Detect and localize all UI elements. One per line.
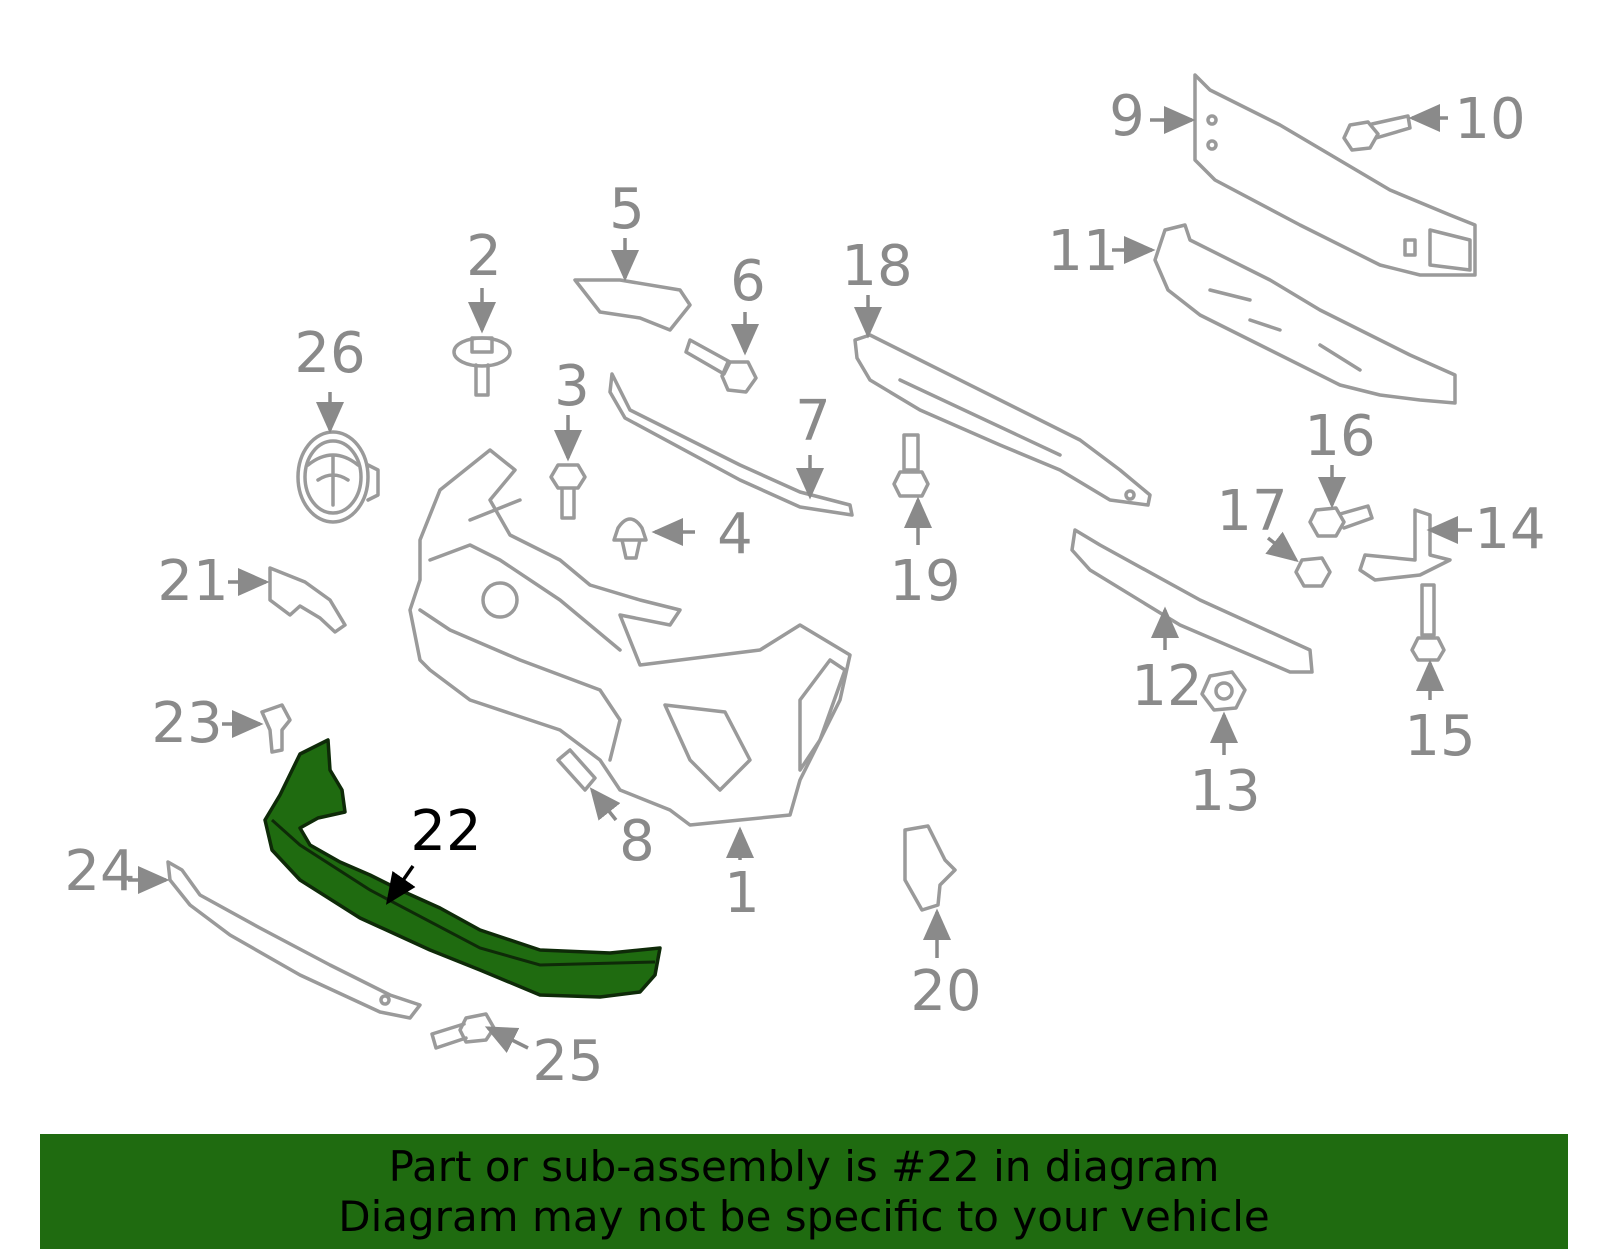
callout-2: 2 <box>466 224 502 289</box>
callout-21: 21 <box>157 549 228 614</box>
callout-22: 22 <box>410 799 481 864</box>
banner-line-part: Part or sub-assembly is #22 in diagram <box>388 1142 1220 1191</box>
callout-20: 20 <box>910 959 981 1024</box>
part-24-trim-bracket <box>166 860 422 1020</box>
part-26-emblem <box>296 430 380 524</box>
part-16-bolt <box>1308 504 1374 538</box>
callout-numbers: 1 2 3 4 5 6 7 8 9 10 11 12 13 14 15 16 1… <box>64 84 1545 1094</box>
callout-23: 23 <box>151 691 222 756</box>
part-21-bracket <box>268 566 347 634</box>
part-4-clip <box>612 517 648 560</box>
callout-11: 11 <box>1047 219 1118 284</box>
callout-25: 25 <box>532 1029 603 1094</box>
part-12-lower-reinforcement <box>1070 528 1314 674</box>
part-1-bumper-cover <box>408 448 852 827</box>
part-15-bolt <box>1410 583 1446 662</box>
part-14-bracket <box>1358 508 1452 582</box>
info-banner: Part or sub-assembly is #22 in diagram D… <box>40 1134 1568 1249</box>
leader-lines <box>128 104 1472 1054</box>
callout-5: 5 <box>609 177 645 242</box>
part-17-nut <box>1294 556 1332 588</box>
banner-line-disclaimer: Diagram may not be specific to your vehi… <box>338 1192 1270 1241</box>
callout-4: 4 <box>717 502 753 567</box>
part-2-bolt <box>452 336 512 397</box>
callout-15: 15 <box>1404 704 1475 769</box>
part-20-bracket <box>903 824 957 912</box>
callout-9: 9 <box>1109 84 1145 149</box>
callout-7: 7 <box>795 389 831 454</box>
part-10-bolt <box>1342 114 1412 152</box>
parts-diagram: 1 2 3 4 5 6 7 8 9 10 11 12 13 14 15 16 1… <box>64 73 1546 1094</box>
callout-26: 26 <box>294 321 365 386</box>
callout-1: 1 <box>724 861 760 926</box>
callout-24: 24 <box>64 839 135 904</box>
callout-12: 12 <box>1131 654 1202 719</box>
part-19-bolt <box>892 433 930 498</box>
part-5-bracket <box>573 278 692 332</box>
part-8-clip <box>556 748 597 792</box>
part-3-bolt <box>549 463 587 520</box>
callout-8: 8 <box>619 809 655 874</box>
callout-16: 16 <box>1304 404 1375 469</box>
callout-13: 13 <box>1189 759 1260 824</box>
part-23-clip <box>260 703 292 754</box>
part-7-moulding <box>608 372 854 517</box>
part-18-absorber <box>853 333 1152 507</box>
callout-17: 17 <box>1216 479 1287 544</box>
callout-6: 6 <box>730 249 766 314</box>
callout-10: 10 <box>1454 87 1525 152</box>
callout-18: 18 <box>841 234 912 299</box>
callout-3: 3 <box>554 354 590 419</box>
part-13-nut <box>1200 670 1247 712</box>
part-6-bolt <box>684 338 758 394</box>
callout-14: 14 <box>1474 497 1545 562</box>
part-25-bolt <box>430 1012 496 1050</box>
callout-19: 19 <box>889 549 960 614</box>
part-11-absorber <box>1153 223 1457 405</box>
part-22-lower-spoiler <box>263 738 662 999</box>
part-9-reinforcement <box>1193 73 1477 277</box>
